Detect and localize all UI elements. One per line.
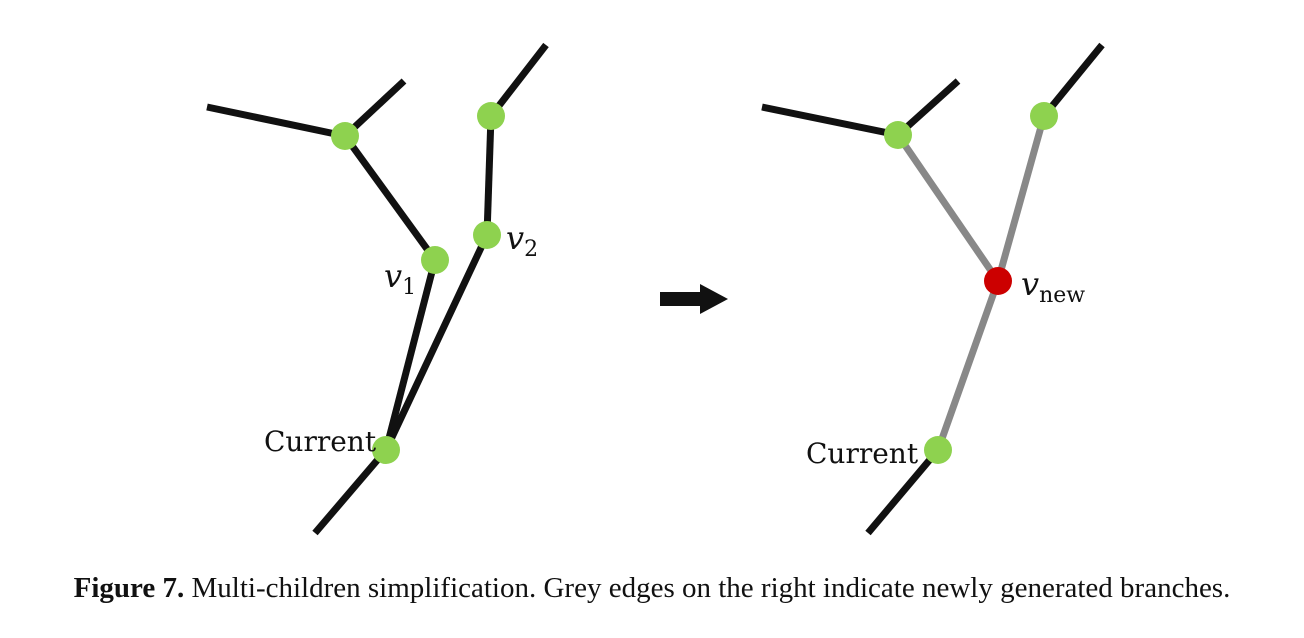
- edge: [382, 233, 491, 452]
- node: [884, 121, 912, 149]
- edge: [488, 42, 549, 119]
- edge: [761, 103, 899, 139]
- current-label-right: Current: [806, 437, 919, 470]
- node-current: [372, 436, 400, 464]
- v2-label: v2: [506, 219, 538, 262]
- node: [1030, 102, 1058, 130]
- new-edge: [895, 133, 1001, 283]
- node: [477, 102, 505, 130]
- new-edge: [934, 279, 1002, 452]
- node-current: [924, 436, 952, 464]
- current-label-left: Current: [264, 425, 377, 458]
- left-diagram: v1 v2 Current: [206, 42, 549, 536]
- edge: [483, 115, 495, 236]
- edge: [206, 103, 346, 140]
- edge: [312, 447, 389, 536]
- caption-text: Multi-children simplification. Grey edge…: [191, 572, 1231, 604]
- figure-number: Figure 7.: [73, 572, 185, 604]
- figure-caption: Figure 7. Multi-children simplification.…: [0, 572, 1304, 605]
- node: [331, 122, 359, 150]
- node-vnew: [984, 267, 1012, 295]
- node-v2: [473, 221, 501, 249]
- right-diagram: vnew Current: [761, 42, 1105, 536]
- arrow-right-icon: [660, 284, 728, 314]
- edge: [1041, 42, 1105, 119]
- edge: [382, 259, 439, 451]
- v1-label: v1: [384, 257, 416, 300]
- vnew-label: vnew: [1021, 265, 1085, 308]
- node-v1: [421, 246, 449, 274]
- edge: [342, 133, 438, 263]
- edge: [865, 447, 941, 536]
- new-edge: [994, 115, 1048, 282]
